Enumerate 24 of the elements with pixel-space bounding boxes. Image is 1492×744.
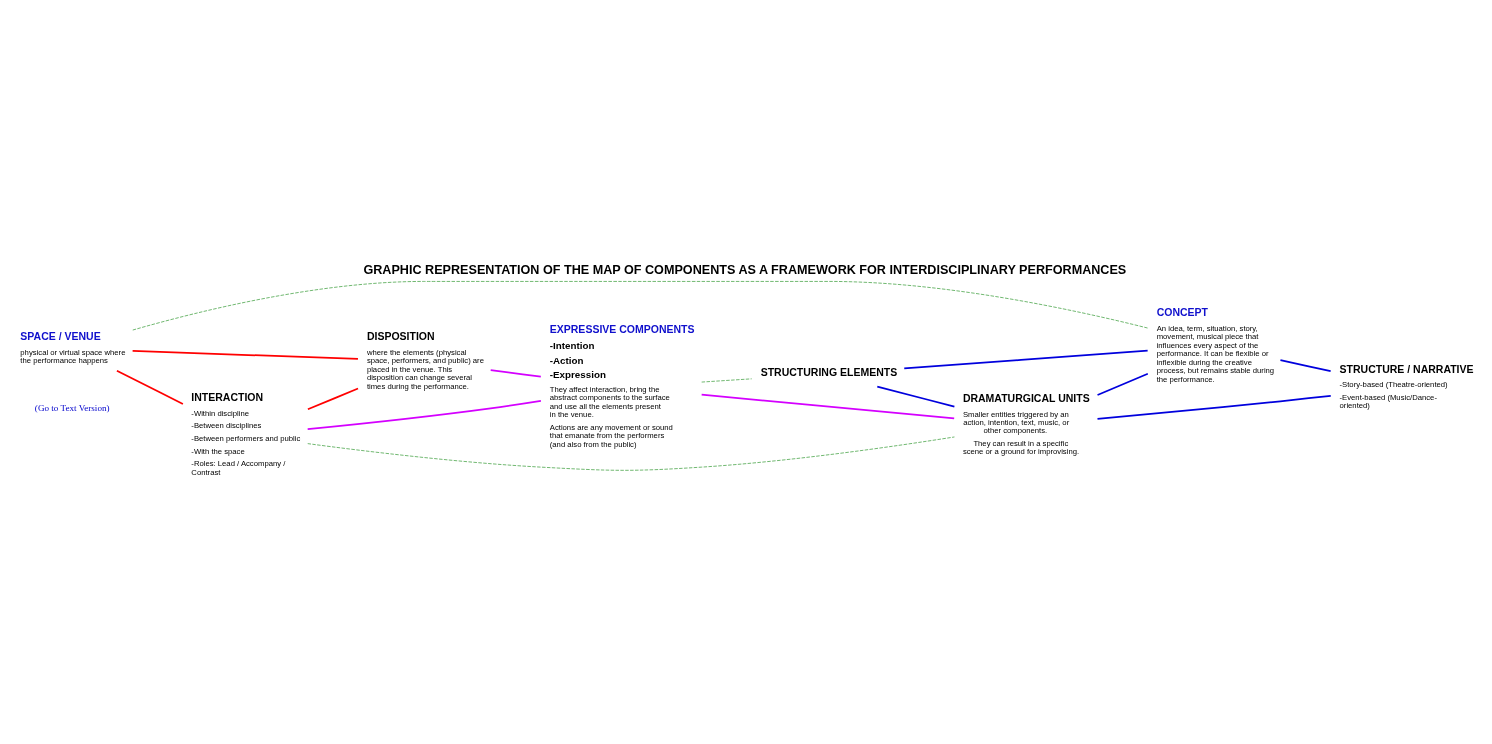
connector [1096, 372, 1149, 396]
connector [131, 349, 359, 360]
connector [132, 281, 1148, 331]
connector [1096, 394, 1332, 420]
node-text: CONCEPT An idea, term, situation, story, movement, musical piece that influences every aspect of the performance. It can be flexible or inflexible during the creative process, but remains stable during the performance. [1156, 306, 1275, 384]
node-text: EXPRESSIVE COMPONENTS -Intention -Action -Expression They affect interaction, bring the abstract components to the surface and use all the elements present in the venue. Actions are any movement or sound that emanate from the performers (and also from the public) [549, 323, 695, 449]
connector [306, 399, 542, 430]
connector [307, 387, 359, 411]
connector [307, 436, 955, 471]
node-text: INTERACTION -Within discipline -Between disciplines -Between performers and public -With the space -Roles: Lead / Accompany / Contrast [191, 391, 301, 477]
label: (Go to Text Version) [34, 403, 110, 414]
node-text: STRUCTURE / NARRATIVE -Story-based (Theatre-oriented) -Event-based (Music/Dance-oriented) [1339, 362, 1474, 411]
connector [876, 385, 956, 408]
node-text: STRUCTURING ELEMENTS [760, 366, 898, 379]
connector [489, 369, 542, 378]
connector [701, 378, 753, 383]
node-text: DRAMATURGICAL UNITS Smaller entities triggered by an action, intention, text, music, or other components. They can result in a specific scene or a ground for improvising. [962, 391, 1090, 457]
connector [116, 369, 184, 405]
connector [1279, 359, 1332, 372]
connector [903, 349, 1149, 370]
diagram-title: GRAPHIC REPRESENTATION OF THE MAP OF COMPONENTS AS A FRAMEWORK FOR INTERDISCIPLINARY PERFORMANCES [363, 263, 1127, 277]
node-text: SPACE / VENUE physical or virtual space where the performance happens [20, 330, 126, 366]
connector [700, 393, 956, 420]
node-text: DISPOSITION where the elements (physical space, performers, and public) are placed in the venue. This disposition can change several times during the performance. [366, 330, 484, 391]
